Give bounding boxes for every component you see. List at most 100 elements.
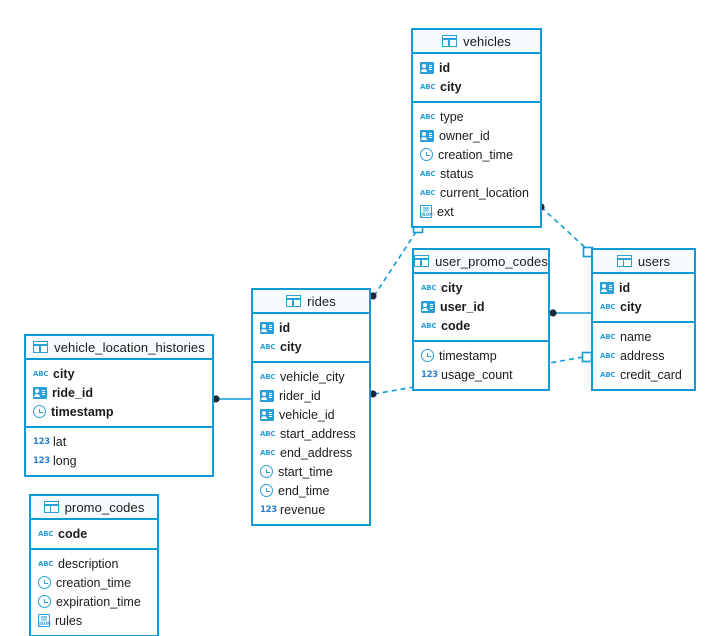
table-header[interactable]: promo_codes [31,496,157,520]
table-icon [43,501,59,513]
primary-key-row[interactable]: id [593,278,694,297]
table-header[interactable]: user_promo_codes [414,250,548,274]
relationship-vlh-to-rides[interactable] [212,395,251,403]
primary-key-row[interactable]: user_id [414,297,548,316]
table-header[interactable]: vehicle_location_histories [26,336,212,360]
field-row[interactable]: owner_id [413,126,540,145]
field-row[interactable]: creation_time [31,573,157,592]
table-name: vehicle_location_histories [54,339,205,355]
field-label: creation_time [56,575,132,590]
table-header[interactable]: rides [253,290,369,314]
field-label: current_location [440,185,529,200]
field-row[interactable]: timestamp [414,346,548,365]
primary-key-row[interactable]: ride_id [26,383,212,402]
primary-key-row[interactable]: id [413,58,540,77]
number-type-icon: 123 [33,436,50,447]
text-type-icon: ABC [260,448,276,457]
table-icon [286,295,302,307]
field-row[interactable]: vehicle_id [253,405,369,424]
field-label: expiration_time [56,594,141,609]
field-label: timestamp [439,348,497,363]
field-row[interactable]: rider_id [253,386,369,405]
table-name: promo_codes [64,499,145,515]
timestamp-icon [38,595,51,608]
field-label: city [441,280,463,295]
table-name: rides [307,293,336,309]
field-row[interactable]: creation_time [413,145,540,164]
table-header[interactable]: users [593,250,694,274]
table-icon [33,341,49,353]
field-row[interactable]: rules [31,611,157,630]
text-type-icon: ABC [260,342,276,351]
field-row[interactable]: ext [413,202,540,221]
table-header[interactable]: vehicles [413,30,540,54]
text-type-icon: ABC [420,169,436,178]
primary-key-row[interactable]: timestamp [26,402,212,421]
text-type-icon: ABC [420,82,436,91]
primary-key-row[interactable]: id [253,318,369,337]
id-key-icon [420,129,434,142]
timestamp-icon [420,148,433,161]
field-label: start_time [278,464,333,479]
number-type-icon: 123 [421,369,438,380]
id-key-icon [420,61,434,74]
relationship-upc-to-users[interactable] [549,309,591,317]
field-label: ride_id [52,385,93,400]
timestamp-icon [260,465,273,478]
field-label: owner_id [439,128,490,143]
field-row[interactable]: end_time [253,481,369,500]
field-label: long [53,453,77,468]
text-type-icon: ABC [600,332,616,341]
id-key-icon [421,300,435,313]
field-label: creation_time [438,147,514,162]
field-label: end_time [278,483,330,498]
json-type-icon [38,614,51,627]
field-row[interactable]: expiration_time [31,592,157,611]
field-label: usage_count [441,367,513,382]
timestamp-icon [33,405,46,418]
field-label: address [620,348,665,363]
id-key-icon [33,386,47,399]
id-key-icon [260,321,274,334]
field-row[interactable]: start_time [253,462,369,481]
field-label: rules [55,613,83,628]
id-key-icon [600,281,614,294]
field-label: id [279,320,291,335]
timestamp-icon [260,484,273,497]
